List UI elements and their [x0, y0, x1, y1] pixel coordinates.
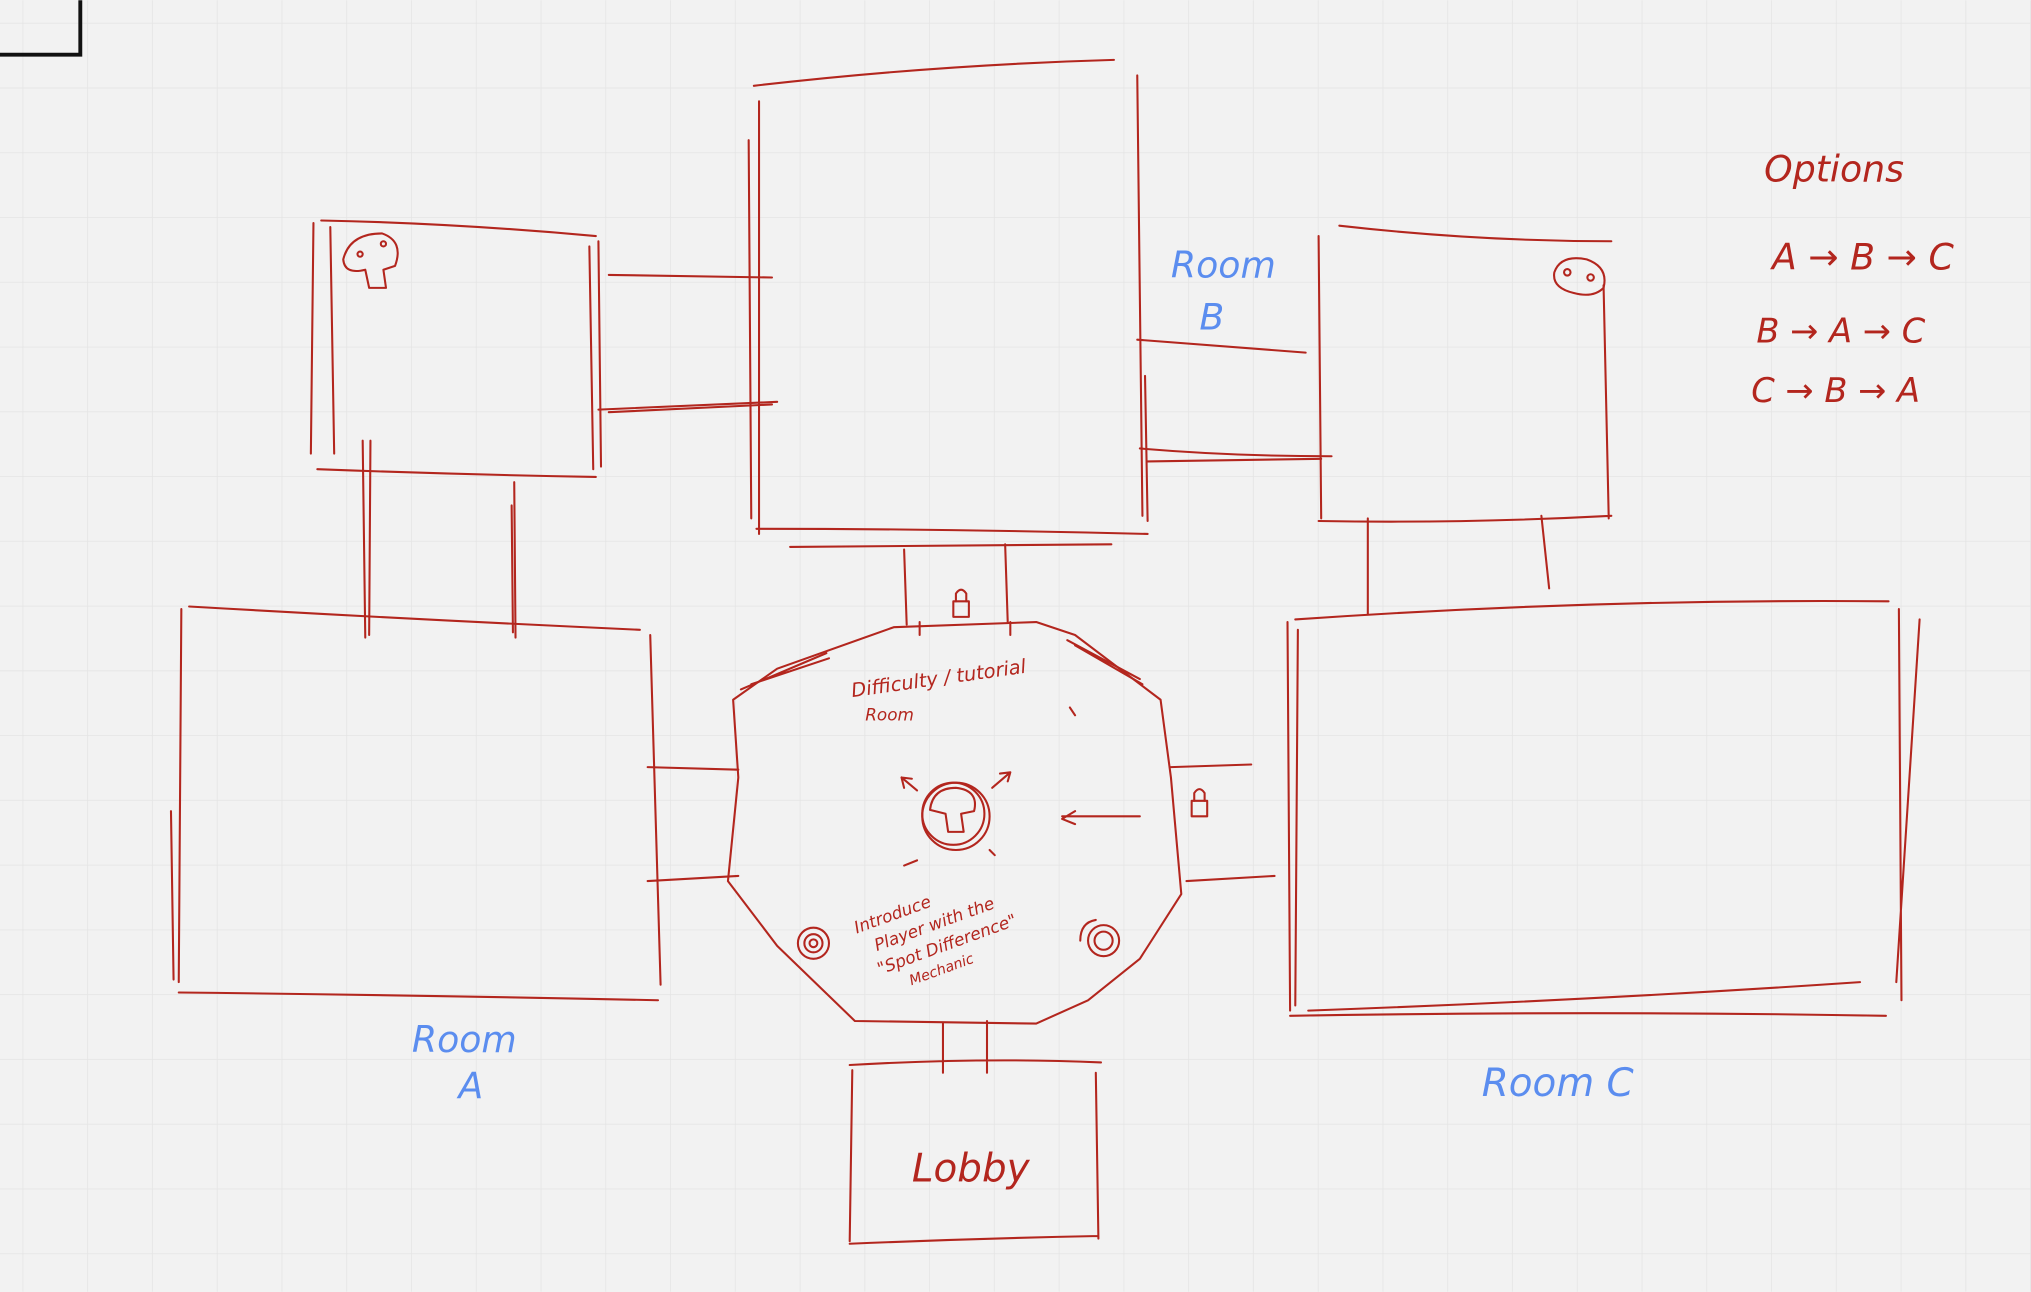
lock-icon: [1190, 788, 1209, 818]
spiral-icon: [1079, 918, 1121, 958]
room-a: [169, 605, 740, 1002]
mushroom-icon: [342, 232, 399, 289]
options-list: Options A → B → C B → A → C C → B → A: [1751, 148, 1954, 410]
room-a-label: Room: [412, 1018, 517, 1061]
room-top-left: [309, 219, 779, 639]
lock-icon: [952, 588, 970, 618]
room-b-label: Room: [1171, 243, 1276, 286]
option-item: B → A → C: [1756, 311, 1925, 350]
spiral-icon: [796, 926, 831, 960]
option-item: C → B → A: [1751, 371, 1920, 410]
lobby-label: Lobby: [912, 1147, 1031, 1192]
room-b-label-letter: B: [1199, 295, 1224, 338]
room-c-label: Room C: [1482, 1061, 1634, 1106]
room-a-label-letter: A: [457, 1065, 484, 1108]
hub-title-room: Room: [865, 704, 914, 724]
mushroom-icon: [1553, 257, 1606, 296]
lobby-room: [848, 1019, 1103, 1245]
option-item: A → B → C: [1770, 236, 1955, 279]
hub-room: [726, 621, 1276, 1025]
options-title: Options: [1764, 148, 1904, 191]
room-top-right: [1136, 224, 1613, 616]
mushroom-icon: [900, 771, 1012, 867]
room-c: [1286, 599, 1921, 1017]
frame-corner: [0, 0, 83, 57]
